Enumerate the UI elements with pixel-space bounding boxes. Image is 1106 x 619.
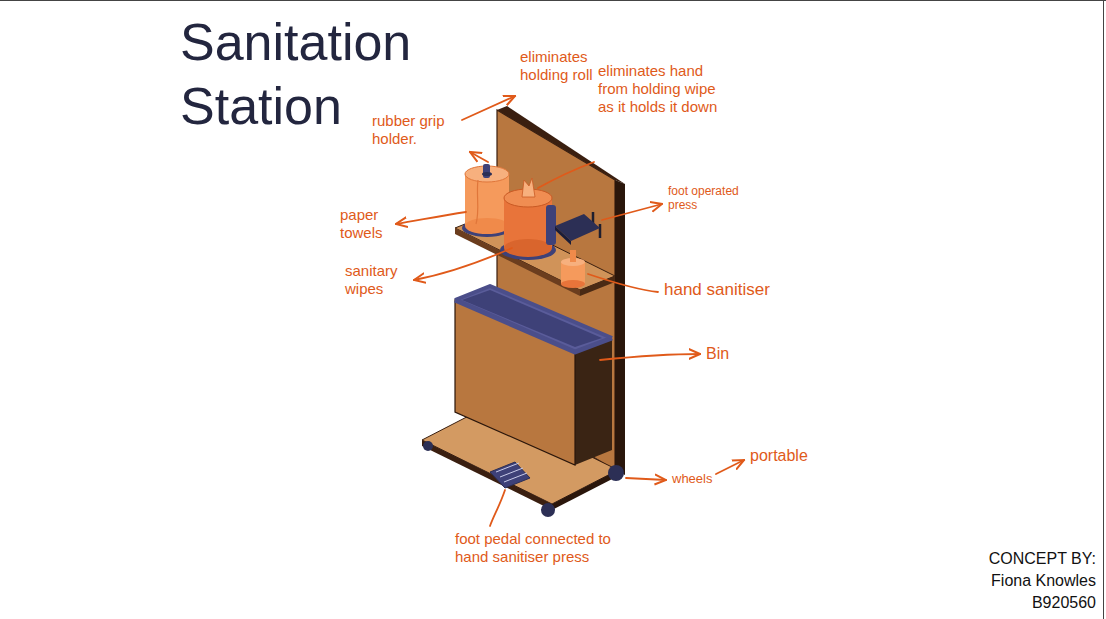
frame-line <box>1103 0 1104 619</box>
frame-line <box>0 0 1106 1</box>
leader-line <box>716 460 744 474</box>
credit-text: Fiona Knowles <box>991 571 1096 590</box>
callout-label: Bin <box>706 344 746 363</box>
leader-line <box>602 204 662 220</box>
leader-line <box>462 96 515 120</box>
callout-label: hand sanitiser <box>664 280 814 300</box>
leader-lines <box>396 96 744 526</box>
leader-line <box>470 152 488 162</box>
sanitiser-bottle <box>561 250 585 288</box>
callout-note: portable <box>750 446 840 465</box>
leader-line <box>538 162 594 188</box>
leader-line <box>588 274 658 292</box>
leader-line <box>396 212 466 224</box>
bin <box>455 286 612 465</box>
callout-note: foot pedal connected to hand sanitiser p… <box>455 530 633 566</box>
credit-text: CONCEPT BY: <box>989 549 1096 568</box>
wipes-container <box>500 178 556 260</box>
sanitiser-press <box>555 214 600 245</box>
leader-line <box>414 248 512 280</box>
callout-note: eliminates hand from holding wipe as it … <box>598 62 733 116</box>
foot-pedal <box>490 462 530 488</box>
leader-line <box>490 490 505 526</box>
callout-label: foot operated press <box>668 184 758 213</box>
callout-label: rubber grip holder. <box>372 112 472 148</box>
wheels <box>423 441 624 517</box>
callout-label: sanitary wipes <box>345 262 411 298</box>
leader-line <box>600 354 700 360</box>
callout-label: wheels <box>672 471 722 487</box>
callout-label: paper towels <box>340 206 402 242</box>
credit-text: B920560 <box>1032 593 1096 612</box>
leader-line <box>626 478 666 480</box>
